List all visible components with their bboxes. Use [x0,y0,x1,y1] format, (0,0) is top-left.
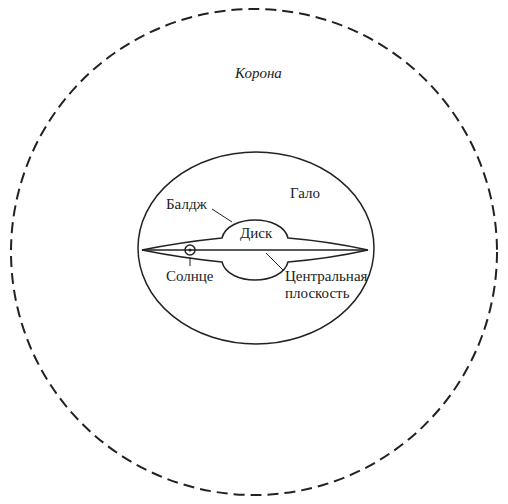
ellipse-shape [138,152,374,344]
central-plane-line [142,249,368,251]
region-label: Гало [290,185,320,202]
region-label: Диск [240,225,272,242]
corona-region: КоронаГалоДиск [9,7,499,497]
part-label: Солнце [166,268,214,285]
leader-line [266,253,283,270]
part-label: Балдж [166,196,207,213]
ellipse-outline [137,151,375,345]
leader-line [212,209,232,222]
halo-region: ГалоДиск [137,151,375,345]
region-label: Корона [235,65,282,82]
part-label: Центральная плоскость [285,268,367,301]
circle-shape [11,9,497,495]
